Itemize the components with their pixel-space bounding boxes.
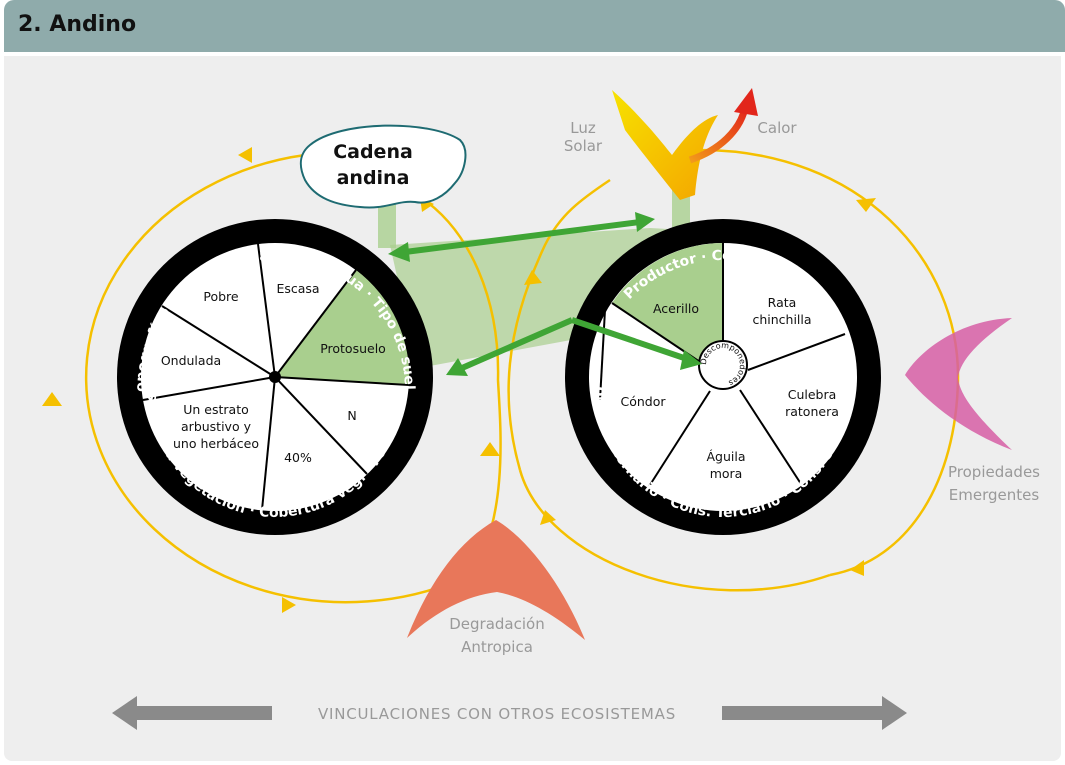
acerillo-sector: [612, 243, 723, 377]
spoke: [599, 309, 606, 401]
value-cobertura: 40%: [284, 450, 312, 465]
spoke: [261, 376, 276, 511]
page-title: 2. Andino: [18, 12, 137, 37]
green-links: [404, 219, 691, 371]
value-rata-2: chinchilla: [752, 312, 811, 327]
vinculaciones-label: VINCULACIONES CON OTROS ECOSISTEMAS: [318, 705, 676, 723]
arrowhead: [238, 147, 252, 163]
value-aguila-1: Águila: [706, 449, 745, 464]
spoke: [274, 376, 368, 475]
luz-solar-icon: [612, 90, 718, 200]
arrowhead: [282, 597, 296, 613]
link-to-center: [571, 317, 691, 363]
value-estrato-1: Un estrato: [183, 402, 249, 417]
descomponedores-circle: [698, 340, 748, 390]
right-cycle-heads: [524, 198, 876, 576]
calor-arrowhead: [734, 88, 758, 116]
label-antropica: Antropica: [461, 638, 533, 656]
link-upper: [404, 219, 641, 255]
left-spokes: [142, 243, 410, 511]
value-rata-1: Rata: [768, 295, 797, 310]
label-degradacion: Degradación: [449, 615, 544, 633]
arrowhead: [540, 510, 556, 525]
arrowhead: [856, 198, 876, 212]
ring-gap: ·: [700, 249, 712, 266]
vinculaciones: VINCULACIONES CON OTROS ECOSISTEMAS: [112, 696, 907, 730]
header-bar: 2. Andino: [4, 0, 1065, 52]
spoke: [257, 243, 276, 378]
arrowhead: [680, 350, 702, 370]
label-emergentes: Emergentes: [949, 486, 1040, 504]
left-wheel: Escasa Protosuelo N 40% Un estrato arbus…: [0, 0, 433, 535]
spoke: [747, 333, 846, 371]
arrowhead: [635, 212, 655, 232]
green-connector-left: [378, 200, 396, 248]
label-solar: Solar: [564, 137, 603, 155]
arrowhead: [850, 560, 864, 576]
arrowhead: [524, 270, 542, 285]
value-estrato-3: uno herbáceo: [173, 436, 259, 451]
cadena-andina-bubble: Cadena andina: [299, 124, 467, 209]
ring-gap: ·: [248, 502, 261, 519]
ring-gap: ·: [274, 248, 285, 264]
right-arrow-icon: [722, 696, 907, 730]
value-escasa: Escasa: [276, 281, 319, 296]
arrowhead: [446, 358, 468, 376]
link-lower: [460, 317, 574, 371]
spoke: [274, 269, 357, 378]
spoke: [647, 390, 711, 489]
propiedades-emergentes-icon: [905, 318, 1012, 450]
cadena-label: Cadena: [333, 141, 413, 163]
andina-label: andina: [337, 167, 410, 189]
arrowhead: [388, 242, 410, 262]
value-ondulada: Ondulada: [161, 353, 221, 368]
label-calor: Calor: [757, 119, 797, 137]
arrowhead: [480, 442, 500, 456]
value-pobre: Pobre: [203, 289, 239, 304]
value-estrato-2: arbustivo y: [181, 419, 252, 434]
value-aguila-2: mora: [710, 466, 743, 481]
sun-shape: [612, 88, 758, 200]
spoke: [274, 376, 410, 386]
green-link-heads: [388, 212, 702, 376]
cloud-shape: [299, 124, 467, 209]
left-arrow-icon: [112, 696, 272, 730]
value-protosuelo: Protosuelo: [320, 341, 386, 356]
arrowhead: [42, 392, 62, 406]
value-n: N: [347, 408, 356, 423]
degradacion-antropica-icon: [407, 520, 585, 640]
value-culebra-2: ratonera: [785, 404, 839, 419]
green-connector-right: [672, 190, 690, 230]
spoke: [142, 376, 276, 401]
spoke: [739, 389, 804, 488]
value-culebra-1: Culebra: [788, 387, 837, 402]
calor-arrow: [688, 107, 749, 164]
value-acerillo: Acerillo: [653, 301, 699, 316]
label-luz: Luz: [570, 119, 596, 137]
spoke: [161, 305, 276, 378]
label-propiedades: Propiedades: [948, 463, 1040, 481]
protosuelo-sector: [275, 270, 410, 385]
left-hub: [269, 371, 281, 383]
value-condor: Cóndor: [620, 394, 666, 409]
